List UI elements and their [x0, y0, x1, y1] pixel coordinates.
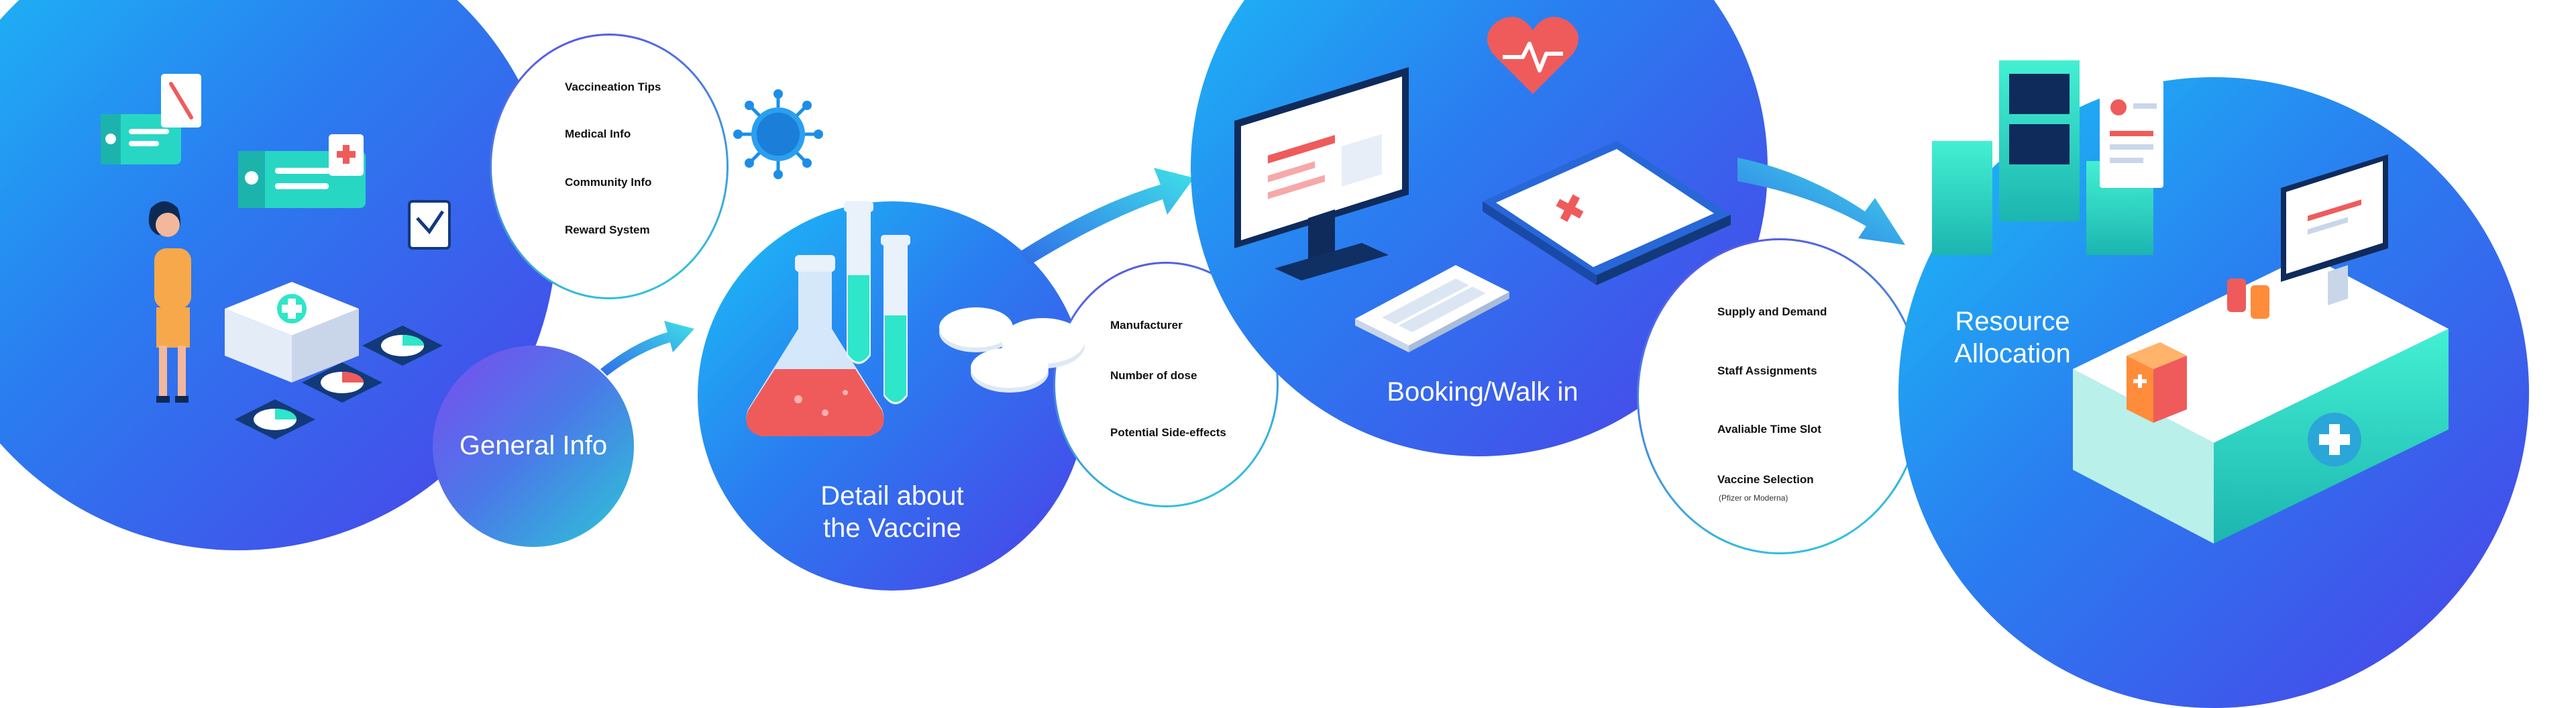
stage-title: Booking/Walk in	[1387, 377, 1578, 407]
stage-title-line1: Resource	[1955, 307, 2070, 336]
pill-icon	[939, 307, 1085, 393]
document-icon	[2100, 81, 2163, 188]
monitor-icon	[1234, 67, 1409, 281]
list-item: Vaccine Selection	[1717, 473, 1814, 486]
shelf-icon	[1932, 60, 2153, 255]
booking-list-ring	[1637, 238, 1923, 554]
list-item: Supply and Demand	[1717, 305, 1827, 318]
heart-icon	[1487, 17, 1578, 94]
list-item: Potential Side-effects	[1110, 426, 1226, 439]
chat-bubble-icon	[101, 114, 181, 164]
list-item: Reward System	[565, 223, 650, 236]
arrow-icon	[1020, 168, 1194, 265]
stage-title-line2: the Vaccine	[822, 513, 962, 543]
pie-tile-icon	[362, 325, 443, 366]
flask-icon	[746, 255, 884, 436]
pie-tile-icon	[302, 362, 382, 403]
list-item: Avaliable Time Slot	[1717, 423, 1821, 436]
pie-tile-icon	[235, 399, 315, 440]
list-item: Vaccineation Tips	[565, 81, 661, 93]
test-tube-icon	[881, 235, 910, 405]
woman-figure-icon	[148, 201, 191, 403]
list-item: Medical Info	[565, 128, 631, 140]
general-info-badge	[433, 346, 634, 547]
keyboard-icon	[1355, 265, 1509, 352]
medicine-box-icon	[2127, 342, 2187, 423]
test-tube-icon	[844, 201, 873, 364]
plus-card-icon	[329, 134, 364, 176]
list-item: Community Info	[565, 176, 652, 189]
pencil-card-icon	[161, 74, 201, 128]
list-item: Staff Assignments	[1717, 364, 1817, 377]
list-item: Manufacturer	[1110, 319, 1183, 332]
list-item: Number of dose	[1110, 369, 1197, 382]
monitor-icon	[2281, 154, 2388, 305]
stage-title-line1: Detail about	[820, 481, 964, 511]
arrow-icon	[600, 321, 694, 376]
stage-title: General Info	[459, 431, 608, 460]
clipboard-icon	[1483, 141, 1731, 285]
arrow-icon	[1737, 158, 1905, 245]
chart-card-icon	[408, 200, 451, 250]
general-info-list-ring	[490, 34, 729, 299]
stage-title-line2: Allocation	[1954, 339, 2071, 368]
medical-kit-icon	[225, 282, 359, 383]
pill-bottle-icon	[2227, 279, 2269, 319]
virus-icon	[733, 89, 823, 179]
list-note: (Pfizer or Moderna)	[1719, 493, 1788, 503]
